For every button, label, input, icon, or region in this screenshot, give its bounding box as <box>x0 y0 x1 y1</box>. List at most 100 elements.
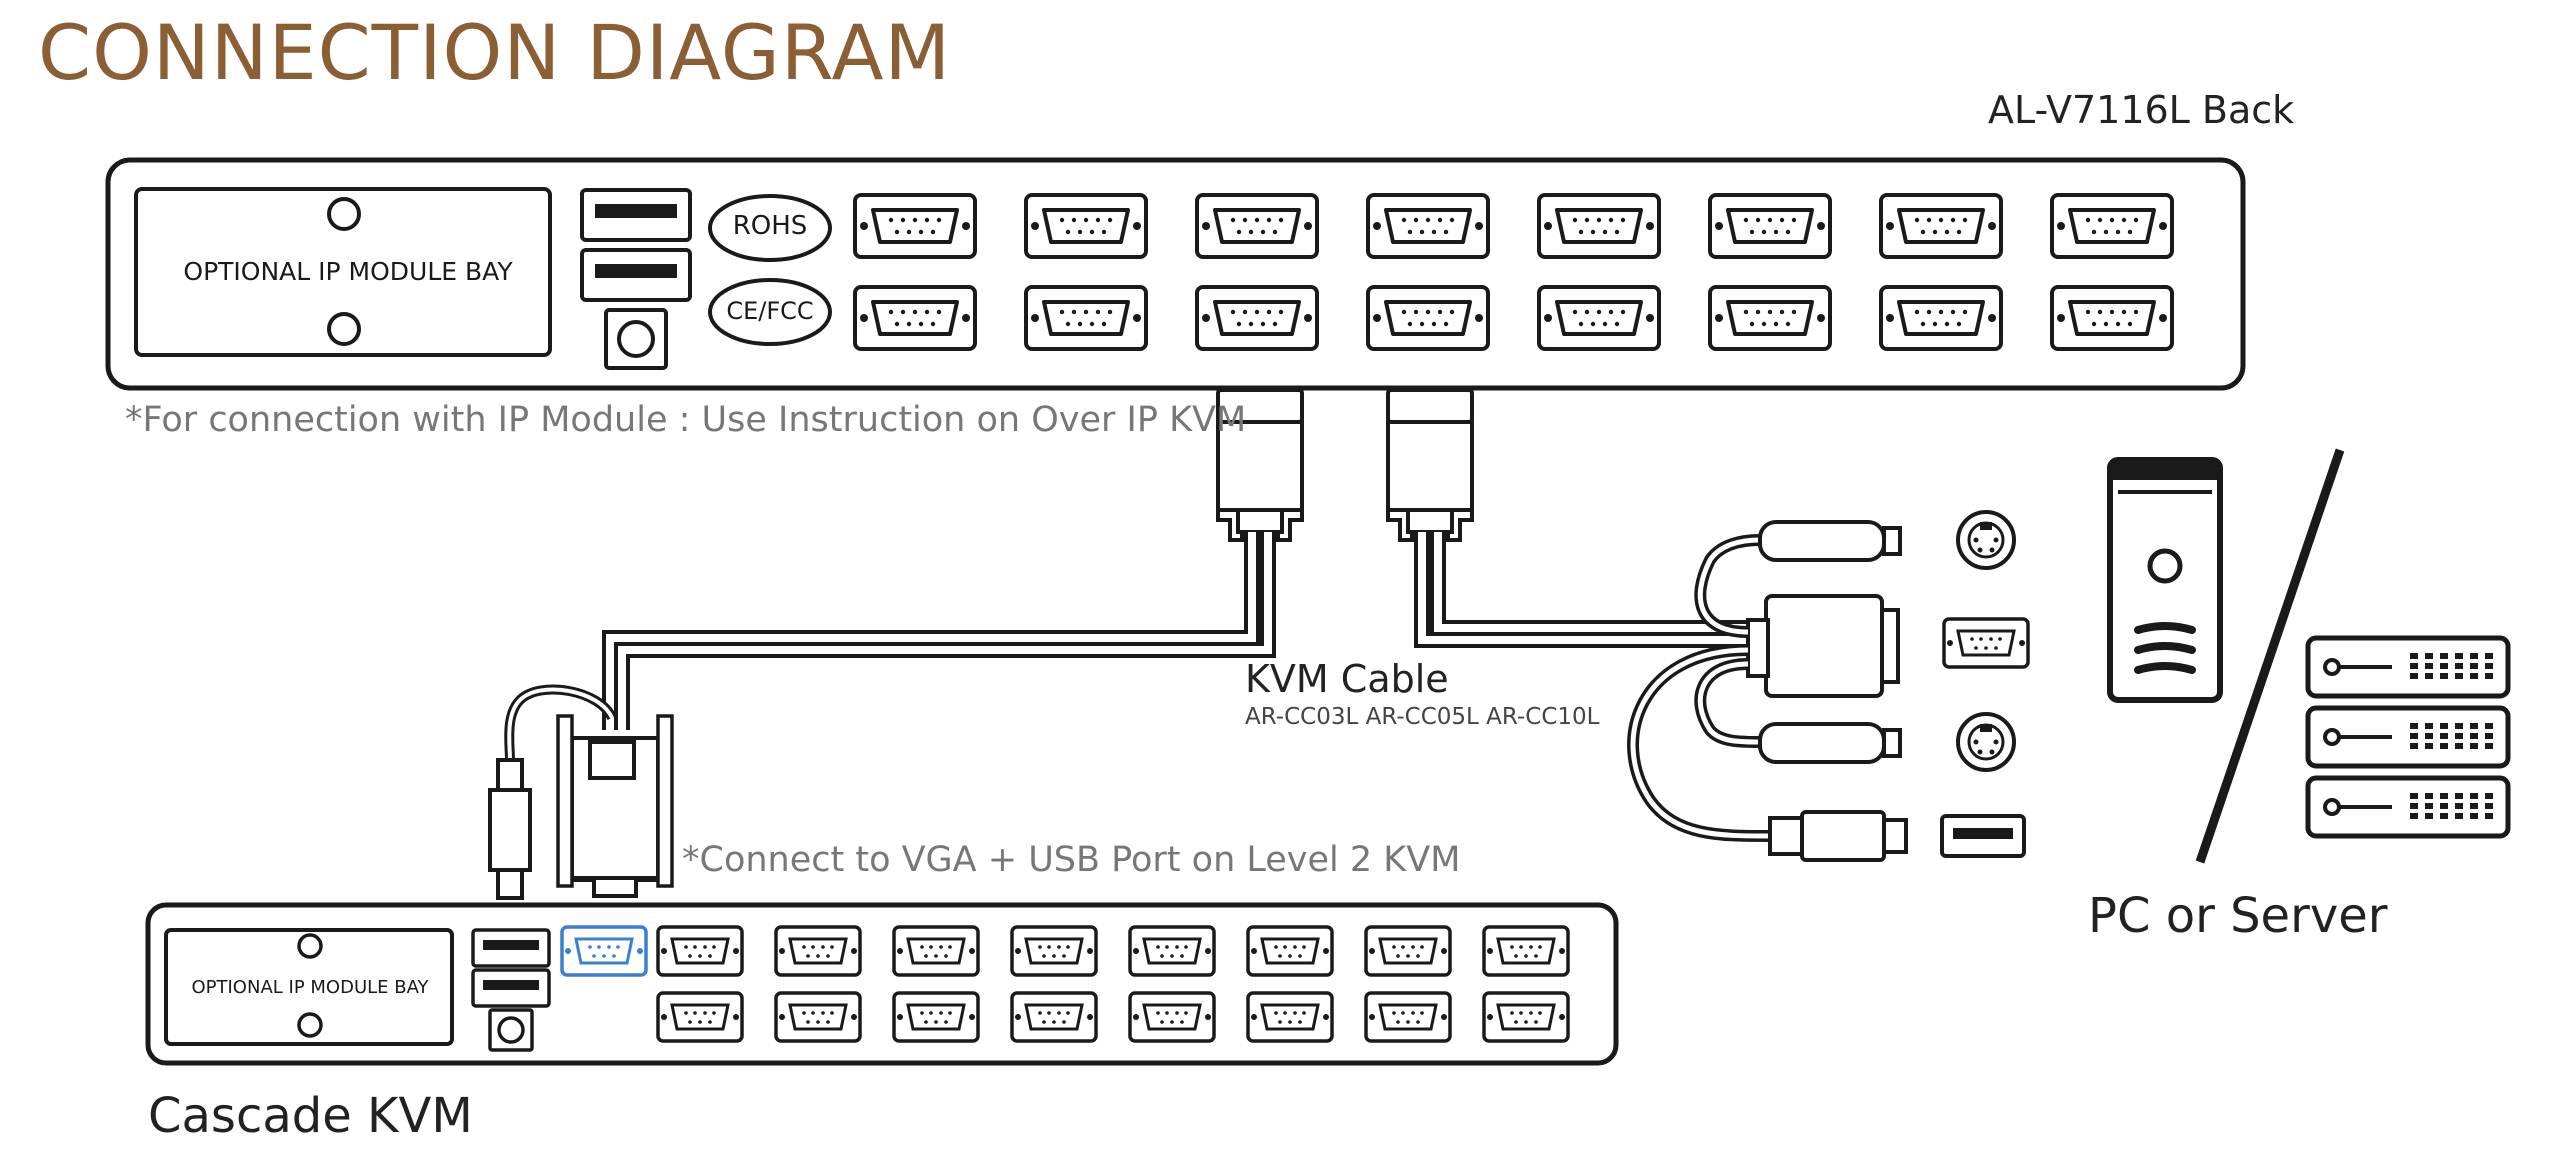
vga-port-icon <box>853 193 977 259</box>
server-vent-dot <box>2410 653 2418 659</box>
server-vent-dot <box>2440 723 2448 729</box>
kvm-cable-label: KVM Cable <box>1245 657 1449 701</box>
vga-port-icon <box>656 925 744 977</box>
cefcc-badge-label: CE/FCC <box>726 297 813 325</box>
cefcc-badge <box>708 278 832 346</box>
vga-port-icon <box>892 925 980 977</box>
server-vent-dot <box>2455 653 2463 659</box>
server-vent-dot <box>2455 793 2463 799</box>
vga-port-icon <box>774 991 862 1043</box>
main-kvm-label: AL-V7116L Back <box>1988 88 2295 132</box>
vga-port-icon <box>1364 925 1452 977</box>
server-vent-dot <box>2425 793 2433 799</box>
vga-port-icon <box>892 991 980 1043</box>
server-vent-dot <box>2410 733 2418 739</box>
server-vent-dot <box>2455 663 2463 669</box>
usb-port-icon <box>1940 814 2026 858</box>
server-vent-dot <box>2455 743 2463 749</box>
server-vent-dot <box>2440 803 2448 809</box>
server-vent-dot <box>2485 723 2493 729</box>
ps2-plug-icon <box>1758 520 1886 562</box>
server-vent-dot <box>2485 663 2493 669</box>
server-vent-dot <box>2410 793 2418 799</box>
server-vent-dot <box>2470 793 2478 799</box>
divider-slash <box>2195 448 2345 864</box>
server-vent-dot <box>2440 653 2448 659</box>
vga-port-icon <box>656 991 744 1043</box>
server-vent-dot <box>2425 733 2433 739</box>
module-bay-label: OPTIONAL IP MODULE BAY <box>183 257 513 286</box>
rohs-badge <box>708 194 832 262</box>
server-vent-dot <box>2440 733 2448 739</box>
server-vent-dot <box>2410 663 2418 669</box>
vga-port-icon <box>774 925 862 977</box>
vga-port-icon <box>1879 193 2003 259</box>
tower-pc-icon <box>2107 457 2223 703</box>
vga-port-icon <box>1010 991 1098 1043</box>
server-vent-dot <box>2485 733 2493 739</box>
server-vent-dot <box>2410 743 2418 749</box>
vga-plug-icon <box>1764 594 1884 698</box>
server-vent-dot <box>2425 803 2433 809</box>
vga-port-icon <box>2050 285 2174 351</box>
server-vent-dot <box>2425 663 2433 669</box>
kvm-cable-models: AR-CC03L AR-CC05L AR-CC10L <box>1245 704 1600 730</box>
cascade-kvm-unit: OPTIONAL IP MODULE BAY <box>145 902 1619 1066</box>
server-vent-dot <box>2425 743 2433 749</box>
server-vent-dot <box>2470 653 2478 659</box>
power-socket-icon <box>604 308 668 370</box>
server-vent-dot <box>2470 803 2478 809</box>
kvm-cable <box>1386 388 1908 862</box>
server-vent-dot <box>2425 653 2433 659</box>
cascade-module-bay-label: OPTIONAL IP MODULE BAY <box>191 977 429 998</box>
vga-port-icon <box>1364 991 1452 1043</box>
server-vent-dot <box>2455 733 2463 739</box>
vga-port-icon <box>1366 193 1490 259</box>
ps2-plug-icon <box>1758 722 1886 764</box>
vga-plug-icon <box>1386 388 1474 542</box>
server-vent-dot <box>2440 663 2448 669</box>
usb-port-icon <box>471 968 551 1008</box>
server-vent-dot <box>2440 673 2448 679</box>
vga-port-icon <box>1128 925 1216 977</box>
vga-port-icon <box>1024 285 1148 351</box>
vga-port-icon <box>1195 285 1319 351</box>
server-vent-dot <box>2410 803 2418 809</box>
server-vent-dot <box>2485 743 2493 749</box>
rohs-badge-label: ROHS <box>733 211 808 241</box>
vga-port-icon <box>1246 991 1334 1043</box>
bay-screw-icon <box>327 197 361 231</box>
server-vent-dot <box>2440 793 2448 799</box>
bay-screw-icon <box>297 933 323 959</box>
server-vent-dot <box>2410 813 2418 819</box>
server-rack-icon <box>2305 635 2511 839</box>
vga-port-icon <box>1482 925 1570 977</box>
usb-plug-icon <box>496 758 524 792</box>
vga-port-icon <box>853 285 977 351</box>
server-vent-dot <box>2485 813 2493 819</box>
vga-port-icon <box>1246 925 1334 977</box>
cascade-cable <box>488 388 1304 900</box>
server-vent-dot <box>2425 673 2433 679</box>
server-vent-dot <box>2485 793 2493 799</box>
vga-port-icon <box>1366 285 1490 351</box>
bay-screw-icon <box>297 1012 323 1038</box>
server-vent-dot <box>2470 733 2478 739</box>
vga-port-icon <box>1482 991 1570 1043</box>
server-vent-dot <box>2440 813 2448 819</box>
ip-module-note: *For connection with IP Module : Use Ins… <box>125 400 1247 440</box>
vga-port-icon <box>1024 193 1148 259</box>
cascade-kvm-label: Cascade KVM <box>148 1088 473 1144</box>
vga-usb-note: *Connect to VGA + USB Port on Level 2 KV… <box>682 840 1461 880</box>
server-vent-dot <box>2455 723 2463 729</box>
ps2-port-icon <box>1956 510 2016 570</box>
server-vent-dot <box>2470 663 2478 669</box>
vga-port-icon <box>1537 285 1661 351</box>
power-socket-icon <box>488 1008 534 1052</box>
usb-port-icon <box>580 248 692 302</box>
server-vent-dot <box>2455 673 2463 679</box>
vga-port-icon <box>1708 285 1832 351</box>
diagram-title: CONNECTION DIAGRAM <box>38 8 952 97</box>
